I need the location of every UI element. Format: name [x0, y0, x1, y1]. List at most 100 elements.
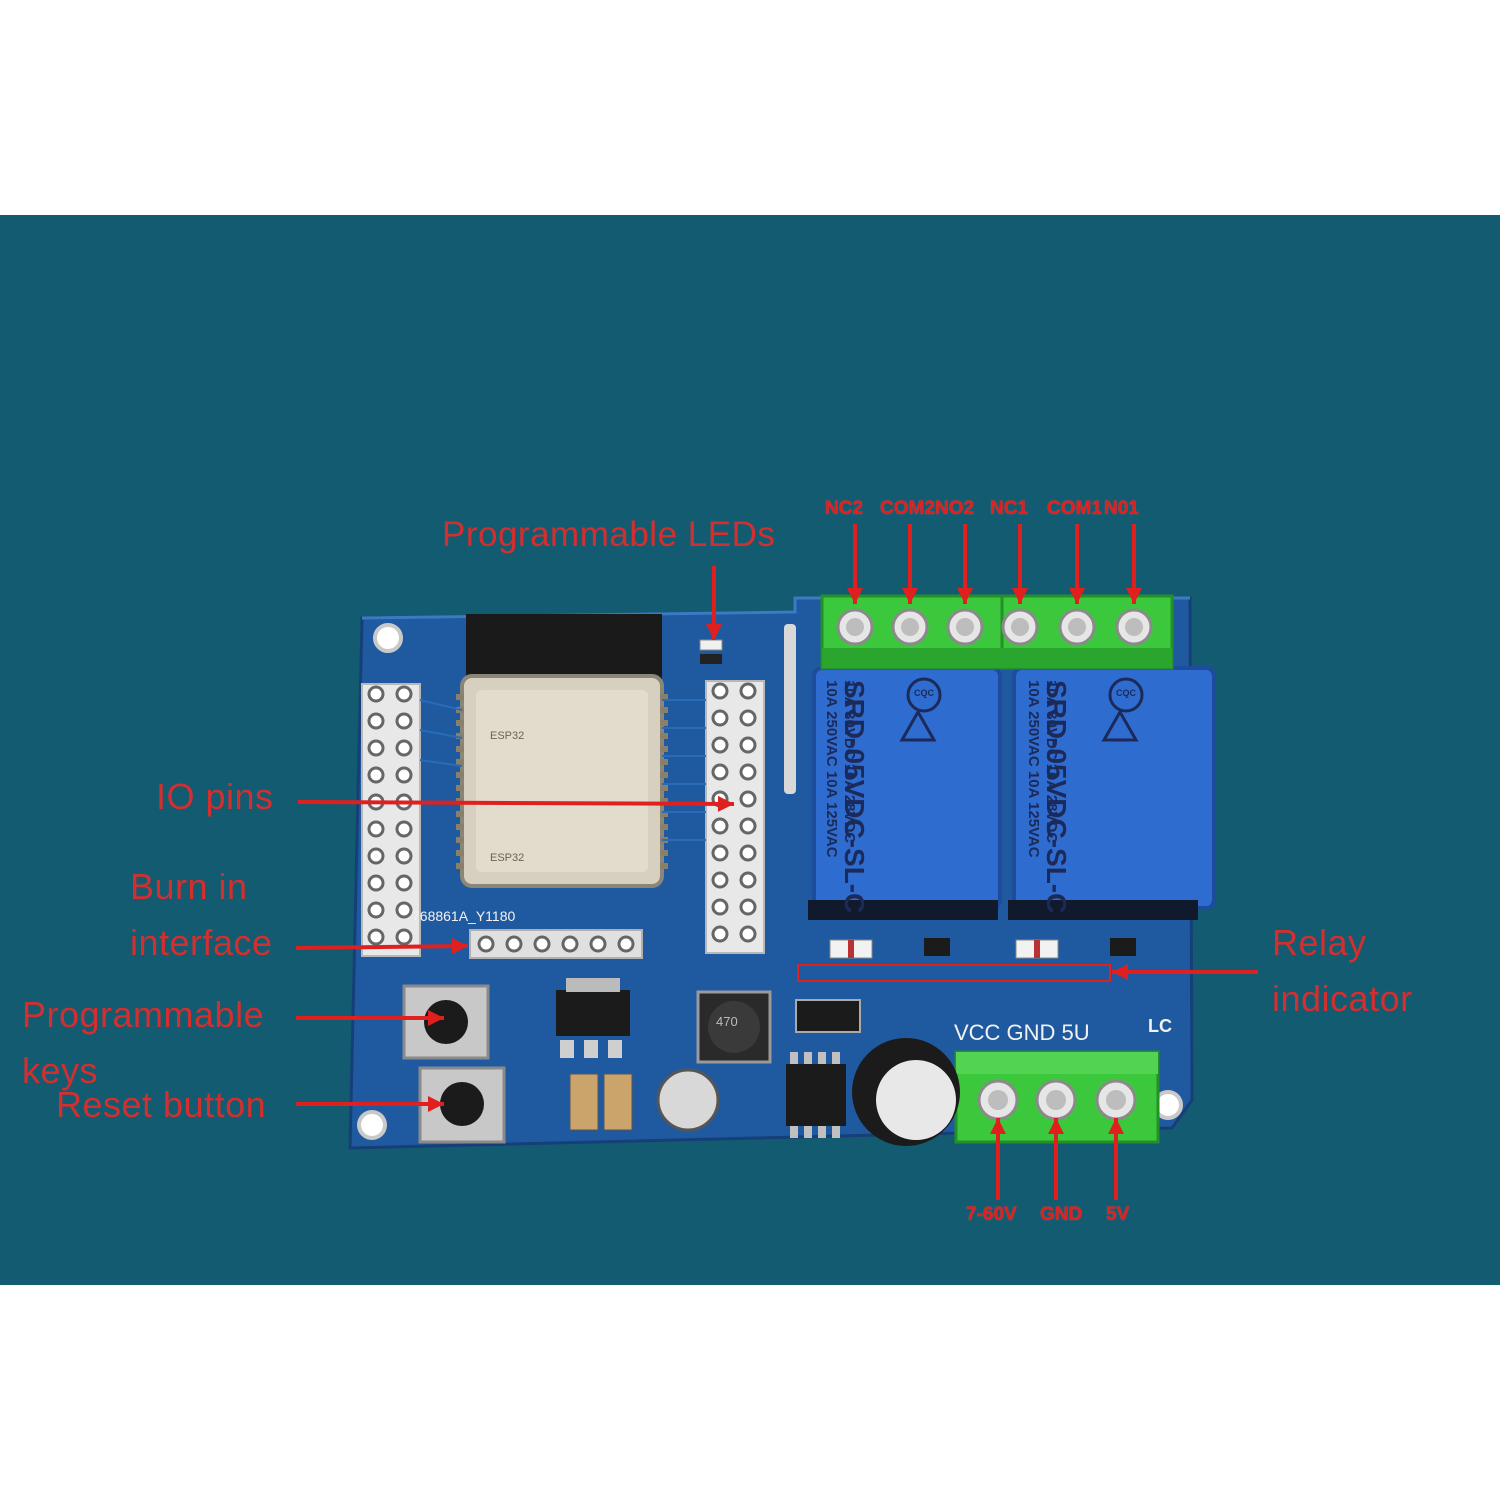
io-pin: [711, 763, 729, 781]
terminal-arrow-head: [1126, 588, 1142, 604]
label-programmable-keys-line2: keys: [22, 1050, 99, 1091]
io-pins-arrow-head: [717, 795, 734, 812]
io-pin: [711, 709, 729, 727]
left-header-pin: [395, 685, 413, 703]
board-id-silkscreen: 768861A_Y1180: [412, 908, 516, 924]
module-pad: [456, 824, 464, 830]
module-model-text: ESP32: [490, 852, 525, 864]
burn-in-arrow-head: [451, 938, 468, 955]
left-header-pin: [367, 739, 385, 757]
io-pin: [739, 871, 757, 889]
left-header-pin: [367, 712, 385, 730]
io-pin: [739, 844, 757, 862]
terminal-screw-center: [956, 618, 974, 636]
io-pin: [711, 817, 729, 835]
terminal-screw-center: [1068, 618, 1086, 636]
left-header-pin: [395, 847, 413, 865]
inductor-mark: 470: [716, 1014, 738, 1029]
reset-button-arrow-head: [428, 1096, 444, 1112]
module-pad: [660, 720, 668, 726]
left-header-pin: [367, 766, 385, 784]
io-pin: [711, 682, 729, 700]
io-pin: [711, 844, 729, 862]
label-relay-indicator-line2: indicator: [1272, 978, 1413, 1019]
relay2-rating-2: 10A 30VDC 10A 28VDC: [841, 680, 858, 844]
terminal-arrow-head: [1069, 588, 1085, 604]
label-relay-indicator-line1: Relay: [1272, 922, 1367, 963]
terminal-arrow-head: [847, 588, 863, 604]
programmable-keys-arrow-head: [428, 1010, 444, 1026]
left-header-pin: [395, 766, 413, 784]
module-pad: [456, 746, 464, 752]
terminal-screw-center: [1011, 618, 1029, 636]
label-reset-button: Reset button: [56, 1084, 267, 1125]
mounting-holes: [357, 623, 1183, 1140]
module-pad: [660, 811, 668, 817]
burn-in-pin: [533, 935, 551, 953]
relay1-cqc-logo: CQC: [1116, 688, 1136, 698]
terminal-screw-center: [901, 618, 919, 636]
module-pad: [660, 850, 668, 856]
power-terminal-arrow-head: [990, 1118, 1006, 1134]
module-pad: [456, 772, 464, 778]
left-header-pin: [367, 685, 385, 703]
terminal-screw-center: [1046, 1090, 1066, 1110]
relay-indicator-arrow-head: [1112, 964, 1128, 980]
left-header-pin: [395, 712, 413, 730]
left-header-pin: [395, 739, 413, 757]
terminal-screw-center: [1125, 618, 1143, 636]
label-io-pins: IO pins: [156, 776, 274, 817]
power-terminal-arrow-head: [1048, 1118, 1064, 1134]
module-pad: [660, 863, 668, 869]
burn-in-arrow: [295, 944, 469, 950]
burn-in-pin: [561, 935, 579, 953]
module-pad: [456, 811, 464, 817]
label-burn-in-line2: interface: [130, 922, 273, 963]
left-header-pin: [367, 820, 385, 838]
left-header-pin: [367, 874, 385, 892]
left-header-pin: [395, 874, 413, 892]
io-pin: [711, 736, 729, 754]
module-pad: [660, 733, 668, 739]
power-terminal-arrow-head: [1108, 1118, 1124, 1134]
corner-silkscreen: LC: [1148, 1016, 1172, 1036]
left-header-pin: [367, 901, 385, 919]
terminal-label-com1: COM1: [1047, 498, 1102, 519]
module-pad: [456, 850, 464, 856]
io-pin: [739, 790, 757, 808]
io-pin: [739, 763, 757, 781]
terminal-label-nc2: NC2: [825, 498, 864, 519]
burn-in-pin: [477, 935, 495, 953]
left-header-pin: [367, 847, 385, 865]
terminal-arrow-head: [902, 588, 918, 604]
label-burn-in-line1: Burn in: [130, 866, 248, 907]
burn-in-pin: [589, 935, 607, 953]
power-terminal-label-gnd: GND: [1040, 1204, 1083, 1225]
module-pad: [660, 746, 668, 752]
io-pin: [711, 898, 729, 916]
module-pad: [660, 785, 668, 791]
relay2-rating-1: 10A 250VAC 10A 125VAC: [823, 680, 840, 858]
io-pin: [739, 736, 757, 754]
label-programmable-keys-line1: Programmable: [22, 994, 265, 1035]
io-pin: [739, 709, 757, 727]
module-pad: [456, 785, 464, 791]
label-programmable-leds: Programmable LEDs: [442, 515, 776, 554]
io-pin: [739, 682, 757, 700]
burn-in-pin: [617, 935, 635, 953]
terminal-label-nc1: NC1: [990, 498, 1029, 519]
relay1-rating-1: 10A 250VAC 10A 125VAC: [1025, 680, 1042, 858]
io-pins-arrow: [297, 800, 735, 806]
module-pad: [660, 759, 668, 765]
power-terminal-label-5v: 5V: [1106, 1204, 1130, 1225]
burn-in-pin: [505, 935, 523, 953]
io-pin: [711, 871, 729, 889]
terminal-label-n01: N01: [1104, 498, 1139, 519]
leds-arrow-head: [706, 624, 722, 640]
left-header-pin: [367, 928, 385, 946]
module-pad: [660, 772, 668, 778]
terminal-screw-center: [846, 618, 864, 636]
terminal-screw-center: [988, 1090, 1008, 1110]
module-pad: [660, 707, 668, 713]
